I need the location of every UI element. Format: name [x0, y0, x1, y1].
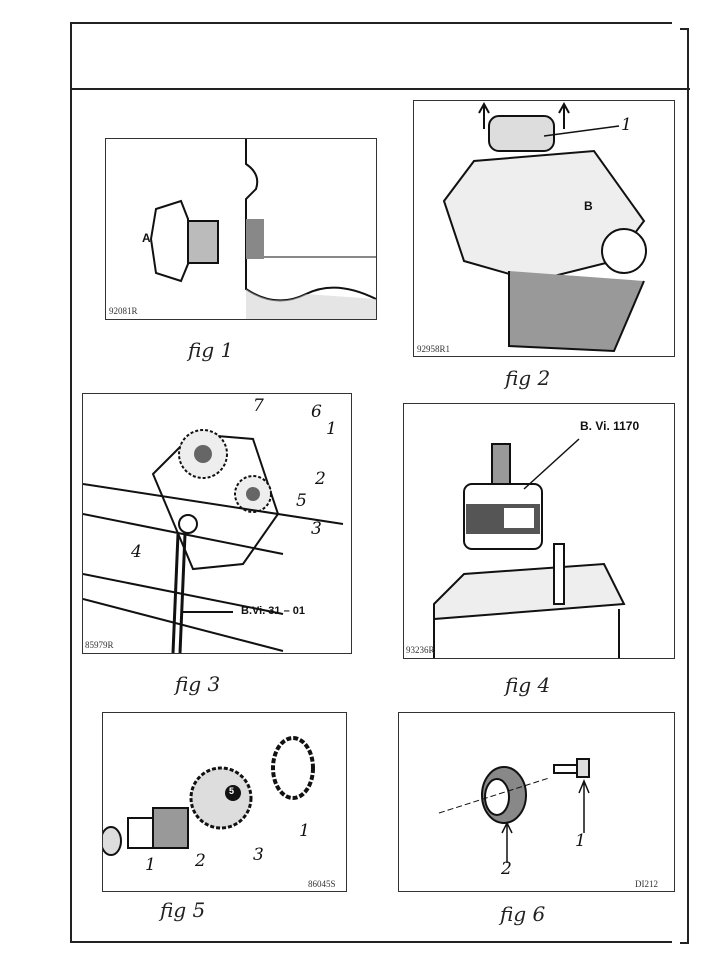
figure-5-caption: fig 5: [160, 898, 206, 922]
figure-3-gears: 7 6 1 2 5 3 4 B.Vi. 31 – 01 85979R: [82, 393, 352, 654]
label-3: 3: [253, 845, 264, 865]
figure-code: 92958R1: [417, 344, 451, 354]
figure-code: DI212: [635, 879, 658, 889]
figure-4-caption: fig 4: [505, 673, 551, 697]
figure-code: 93236R: [406, 645, 435, 655]
label-2: 2: [315, 469, 326, 489]
label-1: 1: [621, 115, 632, 135]
exploded-parts-illustration: [103, 736, 315, 856]
right-margin-line: [687, 28, 689, 944]
label-6: 6: [311, 402, 322, 422]
figure-1-caption: fig 1: [188, 338, 234, 362]
figure-code: 92081R: [109, 306, 138, 316]
label-b: B: [584, 199, 593, 213]
figure-code: 85979R: [85, 640, 114, 650]
label-5: 5: [296, 491, 307, 511]
tool-label: B. Vi. 1170: [580, 419, 640, 433]
figure-4-puller: B. Vi. 1170 93236R: [403, 403, 675, 659]
seal-and-bolt-illustration: [438, 758, 590, 863]
label-2: 2: [195, 851, 206, 871]
label-4: 4: [131, 542, 142, 562]
label-7: 7: [253, 396, 264, 416]
label-a: A: [142, 231, 151, 245]
figure-2-gearbox: 1 B 92958R1: [413, 100, 675, 357]
figure-6-caption: fig 6: [500, 902, 546, 926]
figure-3-caption: fig 3: [175, 672, 221, 696]
label-1: 1: [145, 855, 156, 875]
label-1: 1: [575, 831, 586, 851]
label-1b: 1: [299, 821, 310, 841]
tool-label: B.Vi. 31 – 01: [241, 605, 306, 617]
gear-train-illustration: [83, 429, 344, 653]
page-frame: [70, 22, 672, 943]
label-3: 3: [311, 519, 322, 539]
label-1: 1: [326, 419, 337, 439]
figure-2-caption: fig 2: [505, 366, 551, 390]
figure-6-seal: 2 1 DI212: [398, 712, 675, 892]
figure-5-parts: 1 2 3 1 5 86045S: [102, 712, 347, 892]
label-5: 5: [229, 786, 235, 796]
puller-tool-illustration: [433, 438, 626, 658]
margin-tick: [680, 28, 688, 30]
label-2: 2: [501, 859, 512, 879]
drain-plug-illustration: [149, 139, 376, 319]
figure-1-plug: A 92081R: [105, 138, 377, 320]
margin-tick: [680, 942, 688, 944]
gearbox-illustration: [442, 101, 647, 353]
header-divider: [70, 88, 690, 90]
figure-code: 86045S: [308, 879, 336, 889]
